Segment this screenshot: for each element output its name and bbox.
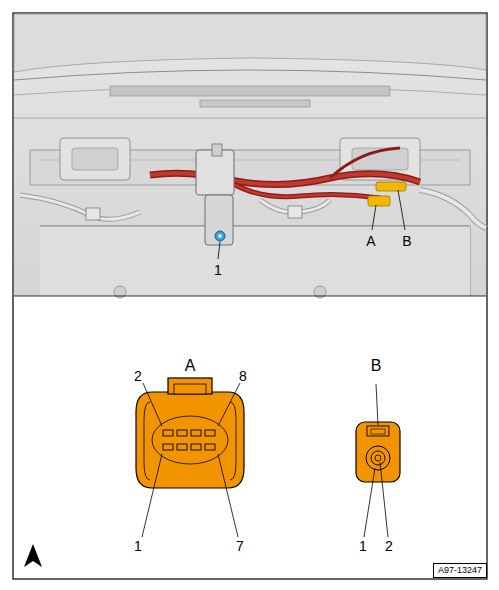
frame [13, 13, 487, 579]
pin-number: 8 [238, 369, 248, 383]
connector-heading: B [370, 358, 383, 374]
connector-heading: A [184, 358, 197, 374]
pin-slot [163, 444, 173, 450]
callout-letter: B [401, 234, 412, 248]
north-arrow [24, 544, 42, 567]
vehicle-rear-view [14, 14, 486, 298]
connector-b-face [356, 384, 400, 537]
figure-reference: A97-13247 [433, 563, 487, 578]
pin-slot [163, 430, 173, 436]
connector-a-face [136, 378, 244, 537]
pin-slot [177, 444, 187, 450]
pin-number: 7 [235, 539, 245, 553]
pin-number: 2 [384, 539, 394, 553]
pin-slot [177, 430, 187, 436]
pin-slot [191, 444, 201, 450]
pin-number: 2 [133, 369, 143, 383]
pin-number: 1 [358, 539, 368, 553]
callout-number: 1 [213, 263, 223, 277]
pin-slot [205, 444, 215, 450]
callout-letter: A [365, 234, 376, 248]
pin-number: 1 [133, 539, 143, 553]
pin-slot [205, 430, 215, 436]
pin-slot [191, 430, 201, 436]
